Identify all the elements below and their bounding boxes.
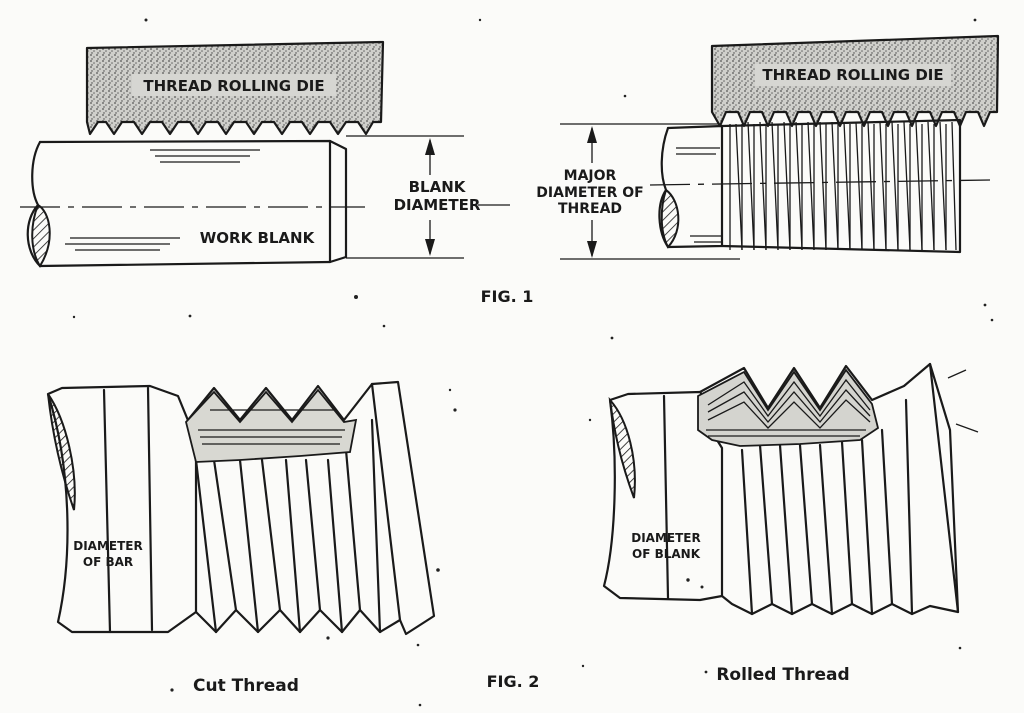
die-label-box xyxy=(755,64,951,86)
blank-shading-lines xyxy=(65,149,260,251)
die-label-box xyxy=(132,74,336,96)
rolled-blank-line2: OF BLANK xyxy=(632,547,701,561)
blank-diameter-line2: DIAMETER xyxy=(394,196,481,214)
arrow-down-icon xyxy=(425,239,435,256)
cut-thread-flank-lines xyxy=(194,418,382,634)
arrow-up-icon xyxy=(587,126,597,143)
arrow-up-icon xyxy=(425,138,435,155)
rolled-thread-caption: Rolled Thread xyxy=(716,665,849,685)
rolled-thread-lines xyxy=(729,121,957,251)
major-diameter-line1: MAJOR xyxy=(564,168,617,184)
right-die-label: THREAD ROLLING DIE xyxy=(762,66,943,84)
cut-bar-line2: OF BAR xyxy=(83,555,133,569)
work-blank-label: WORK BLANK xyxy=(200,229,316,247)
fig2-rolled-thread: DIAMETER OF BLANK xyxy=(602,362,960,616)
scan-noise xyxy=(72,18,994,707)
blank-diameter-dimension: BLANK DIAMETER xyxy=(346,135,510,259)
major-diameter-line2: DIAMETER OF xyxy=(536,185,643,201)
rolled-thread-flank-lines xyxy=(740,398,914,616)
fig1-left-die: THREAD ROLLING DIE xyxy=(85,40,385,136)
fig1-work-blank: WORK BLANK xyxy=(20,139,365,268)
fig1-rolled-blank xyxy=(649,118,991,254)
left-die-label: THREAD ROLLING DIE xyxy=(143,77,324,95)
cut-thread-caption: Cut Thread xyxy=(193,676,299,696)
blank-diameter-line1: BLANK xyxy=(409,178,467,196)
major-diameter-dimension: MAJOR DIAMETER OF THREAD xyxy=(536,123,740,260)
fig2-caption: FIG. 2 xyxy=(487,672,540,691)
arrow-down-icon xyxy=(587,241,597,258)
cut-bar-line1: DIAMETER xyxy=(73,539,142,553)
fig1-caption: FIG. 1 xyxy=(481,287,534,306)
major-diameter-line3: THREAD xyxy=(558,201,622,217)
fig1-right-die: THREAD ROLLING DIE xyxy=(710,34,1000,128)
rolled-blank-line1: DIAMETER xyxy=(631,531,700,545)
fig2-cut-thread: DIAMETER OF BAR xyxy=(46,380,436,636)
